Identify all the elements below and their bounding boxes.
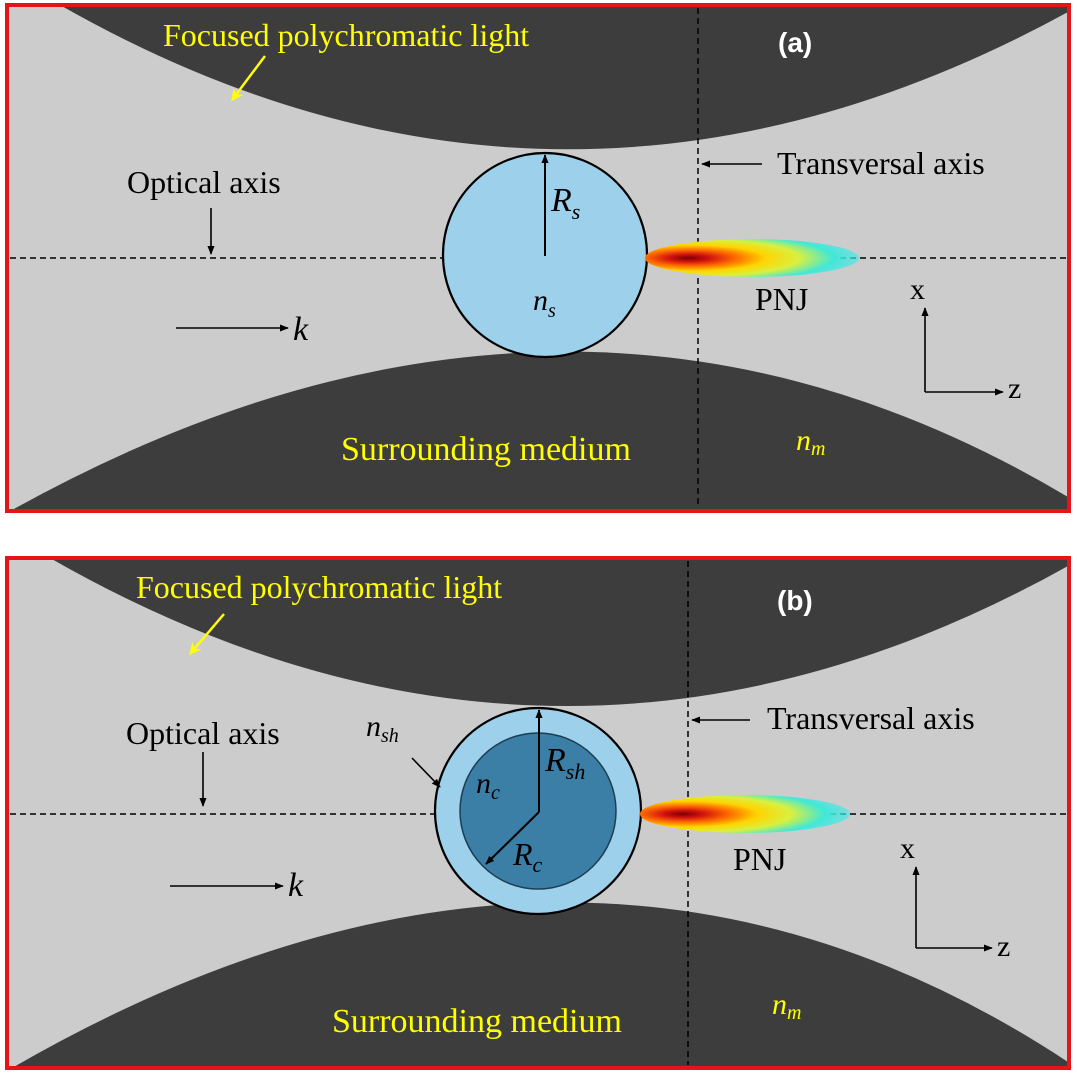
panel-a-medium-index-main: n	[796, 424, 811, 457]
panel-b-frame	[5, 556, 1071, 1070]
panel-a-sphere-index-label: ns	[533, 284, 556, 322]
panel-b-medium-label: Surrounding medium	[332, 1003, 622, 1040]
panel-a-optical-axis-label: Optical axis	[127, 164, 281, 200]
panel-b-shell-radius-main: R	[544, 742, 566, 779]
panel-b-core-index-main: n	[476, 767, 491, 800]
panel-a: Focused polychromatic light (a) Optical …	[5, 3, 1071, 513]
panel-a-axis-x-label: x	[910, 273, 925, 306]
panel-a-radius-label-sub: s	[572, 199, 581, 224]
panel-b-optical-axis-label: Optical axis	[126, 715, 280, 751]
panel-a-light-arrow	[231, 55, 266, 101]
panel-b-panel-label: (b)	[777, 585, 813, 616]
panel-a-medium-label: Surrounding medium	[341, 431, 631, 468]
panel-b-shell-index-label: nsh	[366, 710, 399, 747]
panel-b-core-index-sub: c	[491, 782, 500, 804]
panel-b-coordinate-axes	[912, 866, 993, 952]
panel-b: Focused polychromatic light (b) Optical …	[5, 556, 1071, 1070]
panel-a-lower-beam-shape	[12, 351, 1068, 511]
panel-b-medium-index-label: nm	[772, 988, 801, 1024]
panel-b-medium-index-sub: m	[787, 1002, 801, 1024]
panel-b-core-radius-main: R	[512, 836, 533, 872]
panel-a-frame	[5, 3, 1071, 513]
panel-b-core-radius-arrow	[485, 811, 540, 865]
panel-b-wave-vector-label: k	[288, 867, 304, 904]
panel-b-axis-z-label: z	[997, 930, 1010, 963]
panel-b-core-radius-sub: c	[533, 852, 543, 877]
panel-b-upper-beam-shape	[8, 558, 1068, 707]
panel-b-shell-radius-sub: sh	[566, 759, 586, 784]
panel-b-shell-index-arrow	[411, 757, 441, 788]
panel-a-radius-label: Rs	[550, 182, 580, 224]
panel-a-sphere-index-sub: s	[548, 300, 556, 322]
panel-a-upper-beam-shape	[8, 5, 1068, 150]
panel-a-coordinate-axes	[921, 307, 1004, 396]
panel-a-medium-index-sub: m	[811, 438, 825, 460]
panel-a-light-label: Focused polychromatic light	[163, 17, 529, 53]
panel-a-panel-label: (a)	[778, 27, 812, 58]
panel-b-shell-index-sub: sh	[381, 725, 399, 747]
panel-a-transversal-axis-label: Transversal axis	[777, 145, 985, 181]
panel-a-pnj-spot	[645, 239, 859, 277]
panel-b-lower-beam-shape	[12, 902, 1068, 1068]
panel-a-axis-z-label: z	[1008, 372, 1021, 405]
panel-a-sphere-index-main: n	[533, 284, 548, 317]
panel-a-radius-label-main: R	[550, 182, 572, 219]
panel-b-axis-x-label: x	[900, 832, 915, 865]
panel-b-shell-index-main: n	[366, 710, 381, 743]
panel-b-shell-radius-label: Rsh	[544, 742, 585, 784]
panel-b-pnj-label: PNJ	[733, 841, 786, 877]
panel-b-transversal-axis-label: Transversal axis	[767, 700, 975, 736]
panel-b-pnj-spot	[640, 795, 850, 833]
panel-b-light-label: Focused polychromatic light	[136, 569, 502, 605]
panel-b-light-arrow	[189, 613, 225, 655]
panel-b-medium-index-main: n	[772, 988, 787, 1021]
panel-a-wave-vector-label: k	[293, 311, 309, 348]
panel-a-pnj-label: PNJ	[755, 281, 808, 317]
panel-b-core-radius-label: Rc	[512, 836, 543, 877]
panel-a-medium-index-label: nm	[796, 424, 825, 460]
panel-b-core-index-label: nc	[476, 767, 500, 804]
